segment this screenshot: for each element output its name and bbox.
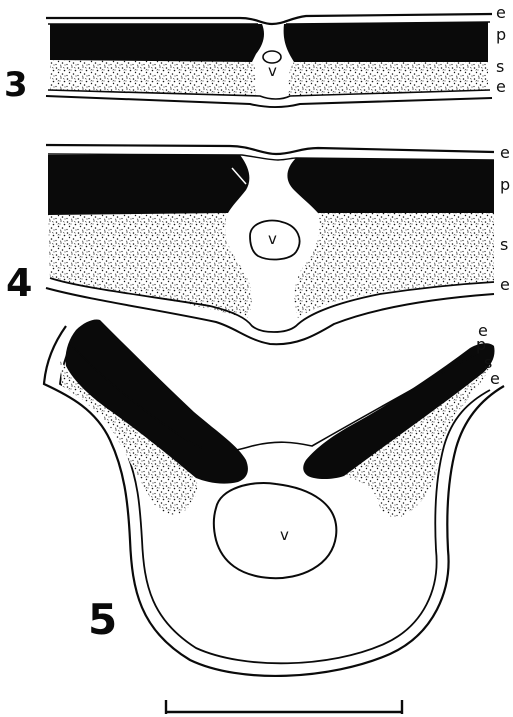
fig4-vessel-label: v xyxy=(268,230,277,248)
fig3-epidermis-bottom-inner xyxy=(48,90,490,99)
section-figure-4: v 4 e p s e xyxy=(6,143,510,344)
fig4-stippled-layer-left xyxy=(48,213,252,318)
fig5-label-e-bottom: e xyxy=(490,369,500,388)
fig4-stippled-layer-right xyxy=(294,213,494,318)
scale-bar xyxy=(166,700,402,714)
fig4-label-e-bottom: e xyxy=(500,275,510,294)
fig3-vessel-label: v xyxy=(268,62,277,80)
fig4-label-p: p xyxy=(500,175,510,194)
figure-number-5: 5 xyxy=(88,595,117,644)
figure-number-4: 4 xyxy=(6,261,32,305)
fig4-epidermis-top xyxy=(46,145,494,154)
figure-number-3: 3 xyxy=(4,65,28,105)
section-figure-5: v 5 e p s e xyxy=(44,319,504,675)
fig3-label-p: p xyxy=(496,25,506,44)
fig3-epidermis-bottom xyxy=(46,96,492,107)
fig5-vessel-label: v xyxy=(280,526,289,544)
fig3-label-s: s xyxy=(496,57,504,76)
fig3-dark-layer-right xyxy=(284,22,488,62)
fig4-label-e-top: e xyxy=(500,143,510,162)
fig3-label-e-top: e xyxy=(496,3,506,22)
fig3-label-e-bottom: e xyxy=(496,77,506,96)
fig5-vessel xyxy=(214,483,337,578)
fig3-dark-layer-left xyxy=(50,24,264,62)
section-figure-3: v 3 e p s e xyxy=(4,3,506,107)
scale-bar-line xyxy=(166,700,402,714)
fig4-dark-layer-left xyxy=(48,155,249,215)
fig4-dark-layer-right xyxy=(287,158,494,213)
fig4-label-s: s xyxy=(500,235,508,254)
fig5-label-p: p xyxy=(476,335,486,354)
